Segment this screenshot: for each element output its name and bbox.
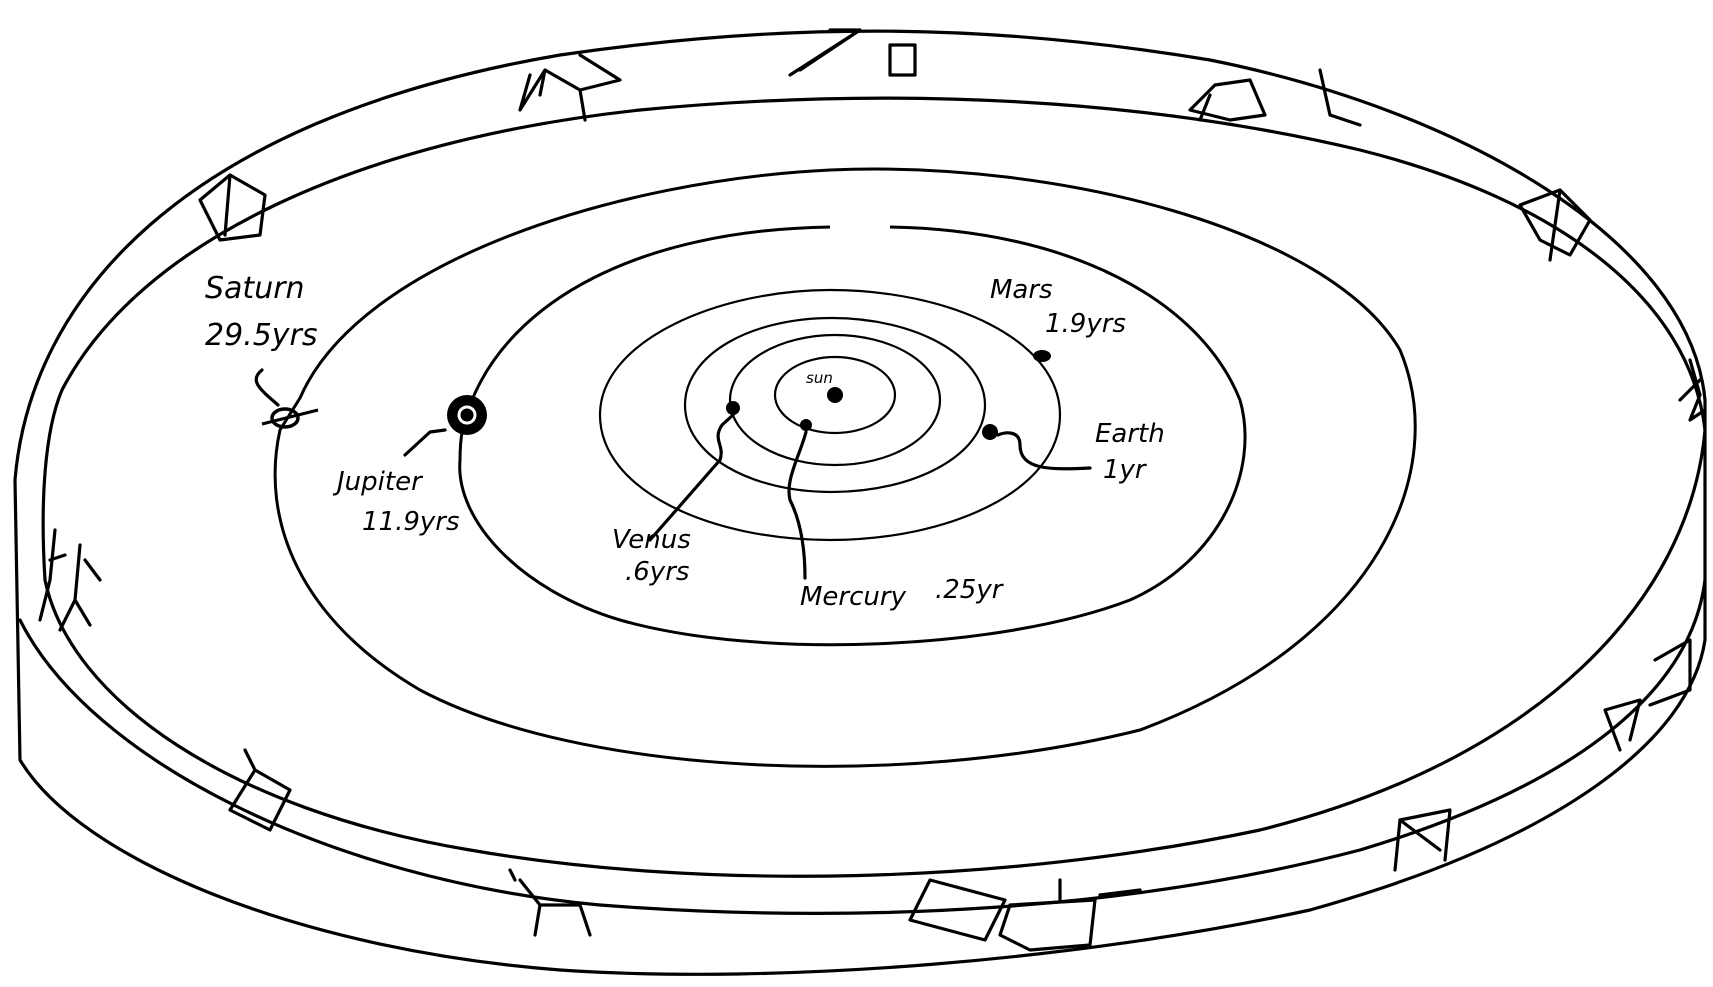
constellation-sketch-2 [790,30,915,75]
constellation-sketch-4 [1520,190,1590,260]
saturn-label: Saturn [205,271,305,306]
mercury-label: Mercury [800,582,907,612]
constellation-sketch-5 [1680,360,1705,420]
constellation-sketch-1 [520,55,620,120]
earth-marker [982,424,998,440]
mars-marker [1033,350,1051,362]
constellation-sketch-11 [40,530,100,630]
constellation-sketch-3 [1190,70,1360,125]
mercury-marker [800,419,812,431]
mars-period: 1.9yrs [1045,309,1126,339]
jupiter-marker [447,395,487,435]
venus-marker [726,401,740,415]
jupiter-pointer [405,430,445,455]
mars-orbit [600,290,1060,540]
mercury-pointer [789,432,806,578]
venus-period: .6yrs [625,557,689,587]
saturn-period: 29.5yrs [205,318,318,353]
sun-marker [827,387,843,403]
constellation-sketch-8 [910,880,1140,950]
earth-label: Earth [1095,419,1165,449]
jupiter-period: 11.9yrs [362,507,460,537]
earth-period: 1yr [1103,455,1148,485]
mars-label: Mars [990,275,1053,305]
constellation-sketch-12 [200,175,265,240]
saturn-pointer [256,370,278,405]
zodiac-band-inner-rim [43,98,1705,876]
sun-label: sun [806,369,833,387]
zodiac-band-outer-rim [15,31,1705,974]
jupiter-label: Jupiter [332,467,424,497]
venus-label: Venus [612,525,691,555]
mercury-period: .25yr [935,575,1005,605]
saturn-orbit [275,169,1415,766]
constellation-sketch-7 [1395,810,1450,870]
